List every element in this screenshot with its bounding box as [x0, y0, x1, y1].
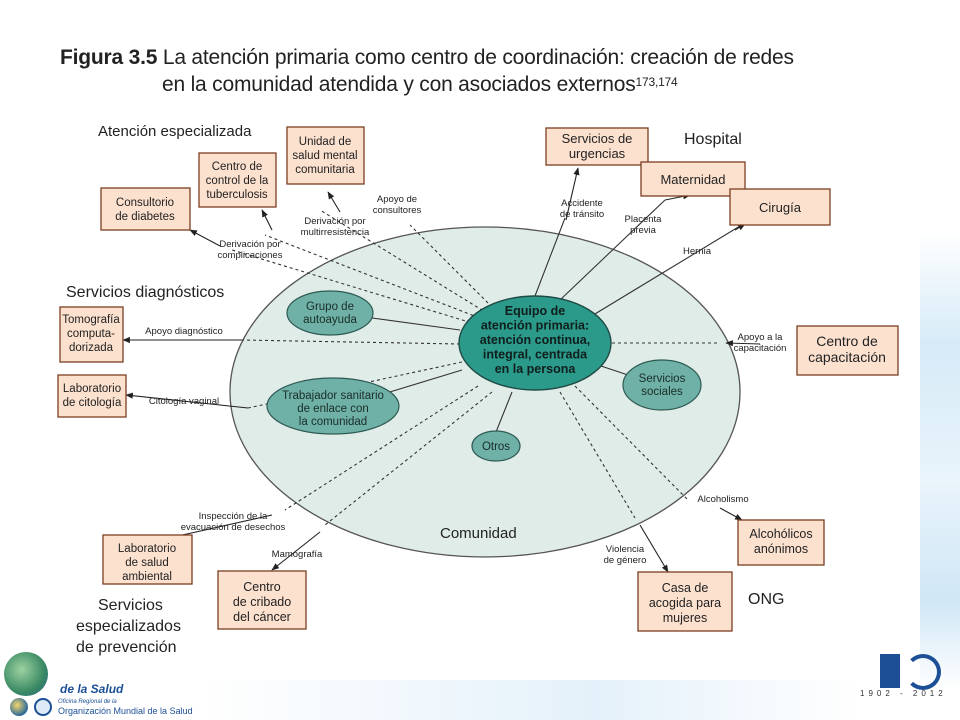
group-hospital: Hospital: [684, 131, 742, 148]
link-apoyo: [409, 224, 506, 321]
footer-band: [200, 680, 860, 720]
label-alcoholismo: Alcoholismo: [697, 494, 748, 505]
centenary-mark-icon: [880, 654, 900, 688]
link-alcoholismo: [574, 385, 689, 501]
link-tuberculosis: [264, 234, 491, 323]
maternidad-text: Maternidad: [660, 172, 725, 187]
link-urgencias: [534, 217, 566, 297]
label-apoyoDiag: Apoyo diagnóstico: [145, 326, 223, 337]
group-atencion: Atención especializada: [98, 123, 252, 140]
citologia-box: [57, 374, 127, 418]
link-sociales: [597, 364, 629, 376]
arrow-alcoholicos: [719, 507, 743, 521]
group-diagnosticos: Servicios diagnósticos: [66, 284, 224, 301]
arrow-diabetes: [189, 229, 221, 247]
link-cirugia: [584, 225, 741, 321]
footer-org: Organización Mundial de la Salud: [58, 706, 193, 716]
paho-emblem-icon: [10, 698, 28, 716]
side-decoration: [920, 230, 960, 690]
link-grupo: [371, 317, 461, 331]
centenary-ring-icon: [905, 654, 941, 690]
link-maternidad: [559, 199, 666, 301]
label-citologiaV: Citología vaginal: [149, 396, 219, 407]
unidad-box: [286, 126, 365, 185]
figure-title-line1: La atención primaria como centro de coor…: [162, 46, 794, 69]
maternidad-box: [640, 161, 746, 197]
arrow-citologia: [125, 392, 249, 409]
who-emblem-icon: [34, 698, 52, 716]
label-mamografia: Mamografía: [272, 549, 323, 560]
group-comunidad: Comunidad: [440, 525, 517, 542]
link-trabajador: [379, 369, 463, 396]
group-ong: ONG: [748, 591, 784, 608]
ambiental-box: [102, 534, 193, 585]
cirugia-box: [729, 188, 831, 226]
link-otros: [495, 391, 513, 433]
footer-years: 1902 - 2012: [860, 689, 947, 698]
diabetes-box: [100, 187, 191, 231]
link-diabetes: [231, 249, 483, 327]
figure-title-line2: en la comunidad atendida y con asociados…: [162, 73, 636, 96]
tuberculosis-box: [198, 152, 277, 208]
center-node: [458, 295, 612, 391]
figure-label: Figura 3.5: [60, 46, 158, 69]
cribado-box: [217, 570, 307, 630]
alcoholicos-box: [737, 519, 825, 566]
arrow-urgencias: [565, 167, 580, 221]
otros-node: [471, 430, 521, 462]
outer-boxes: [57, 126, 899, 632]
figure-title: Figura 3.5 La atención primaria como cen…: [60, 44, 794, 98]
link-violencia: [559, 391, 636, 519]
arrow-acogida: [639, 524, 669, 573]
trabajador-node: [266, 377, 400, 435]
sociales-node: [622, 359, 702, 411]
footer-sub: Oficina Regional de la: [58, 699, 117, 705]
cirugia-text: Cirugía: [759, 200, 802, 215]
arrow-tuberculosis: [261, 209, 273, 231]
tomografia-box: [59, 306, 124, 363]
grupo-node: [286, 290, 374, 336]
globe-icon: [4, 652, 48, 696]
otros-text: Otros: [482, 441, 510, 453]
acogida-box: [637, 571, 733, 632]
link-tomografia: [241, 339, 461, 345]
urgencias-box: [545, 127, 649, 166]
solid-links: [371, 199, 741, 433]
arrow-capacitacion: [725, 340, 761, 347]
arrow-unidad: [327, 191, 341, 213]
link-unidad: [319, 209, 499, 321]
arrow-cribado: [271, 531, 321, 571]
footer-bar: de la Salud Oficina Regional de la Organ…: [0, 648, 960, 720]
footer-brand: de la Salud: [60, 682, 124, 696]
label-hernia: Hernia: [683, 246, 712, 257]
link-ambiental: [284, 385, 479, 511]
capacitacion-box: [796, 325, 899, 376]
figure-refs: 173,174: [635, 75, 678, 89]
